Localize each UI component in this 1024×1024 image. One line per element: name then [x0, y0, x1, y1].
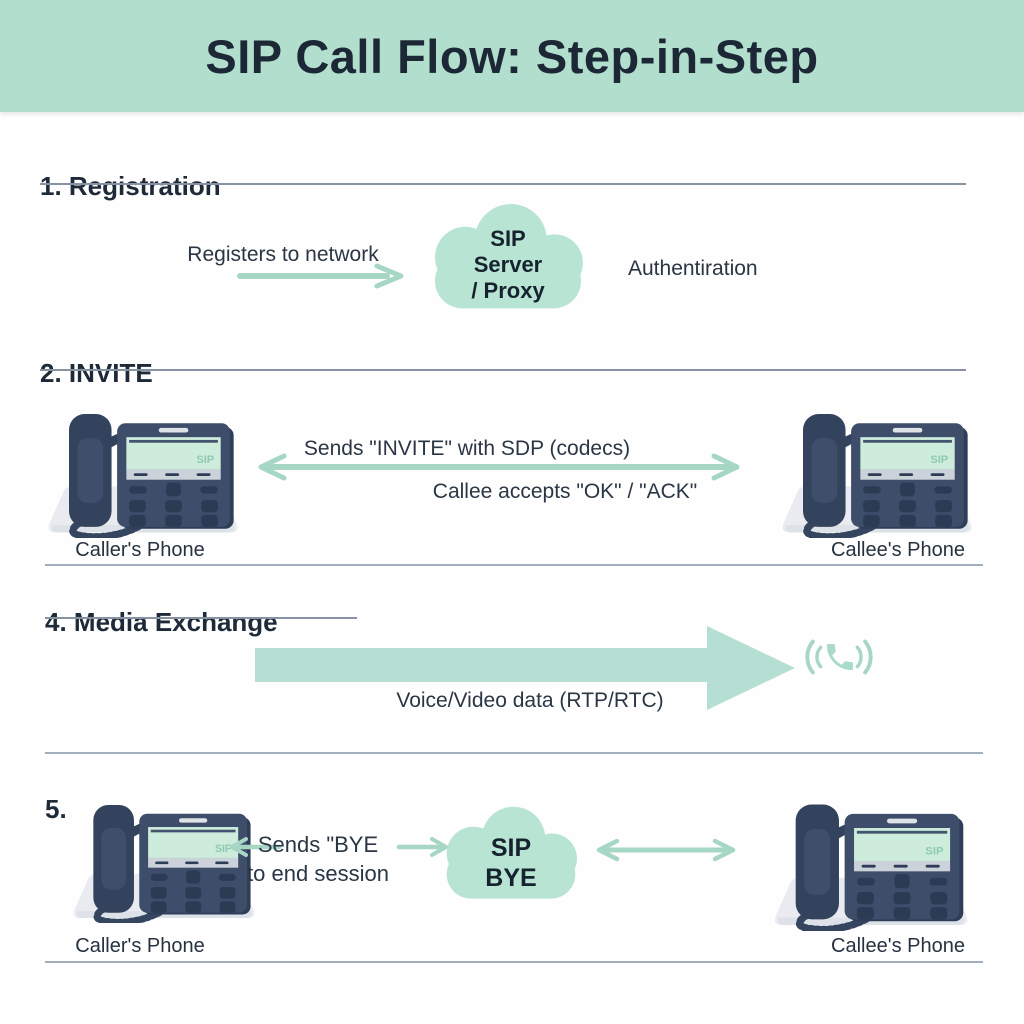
callee-phone-label: Callee's Phone	[831, 539, 965, 561]
page-title: SIP Call Flow: Step-in-Step	[205, 29, 819, 83]
caller-phone-label: Caller's Phone	[75, 935, 205, 957]
double-arrow-icon	[252, 452, 746, 482]
heading-underline	[40, 369, 966, 371]
ringing-handset-icon	[800, 628, 878, 686]
heading-underline	[40, 183, 966, 185]
authentication-label: Authentiration	[628, 257, 758, 280]
section-heading-bye: 5.	[45, 793, 67, 824]
cloud-line: Server	[473, 252, 543, 278]
sends-bye-line1: Sends "BYE	[257, 832, 379, 857]
section-divider	[45, 961, 983, 963]
section-heading-media-exchange: 4. Media Exchange	[45, 606, 278, 637]
invite-sdp-label: Sends "INVITE" with SDP (codecs)	[303, 437, 631, 460]
callee-phone-label: Callee's Phone	[831, 935, 965, 957]
desk-phone-icon	[766, 390, 988, 538]
callee-desk-phone-icon	[758, 780, 984, 931]
ok-ack-label: Callee accepts "OK" / "ACK"	[432, 480, 698, 503]
right-arrow-icon	[396, 836, 452, 858]
callee-desk-phone-icon	[766, 390, 988, 538]
sip-bye-cloud-icon: SIP BYE	[430, 800, 592, 912]
cloud-line: BYE	[485, 864, 537, 892]
double-arrow-icon	[592, 837, 740, 863]
section-heading-registration: 1. Registration	[40, 170, 221, 201]
caller-desk-phone-icon	[32, 390, 254, 538]
right-arrow-icon	[237, 262, 409, 289]
section-heading-invite: 2. INVITE	[40, 357, 153, 388]
cloud-line: SIP	[490, 834, 532, 862]
title-banner: SIP Call Flow: Step-in-Step	[0, 0, 1024, 112]
sip-server-cloud-icon: SIP Server / Proxy	[416, 196, 600, 324]
desk-phone-icon	[758, 780, 984, 931]
sip-server-cloud-label: SIP Server / Proxy	[416, 196, 600, 324]
desk-phone-icon	[32, 390, 254, 538]
rtp-data-label: Voice/Video data (RTP/RTC)	[396, 689, 664, 712]
sip-bye-cloud-label: SIP BYE	[430, 800, 592, 912]
cloud-line: / Proxy	[471, 277, 545, 303]
section-divider	[45, 564, 983, 566]
left-arrow-icon	[226, 836, 282, 858]
big-media-arrow-icon	[255, 624, 795, 714]
section-divider	[45, 752, 983, 754]
caller-phone-label: Caller's Phone	[75, 539, 205, 561]
registers-to-network-label: Registers to network	[187, 243, 379, 266]
heading-underline	[45, 617, 357, 619]
cloud-line: SIP	[490, 226, 526, 252]
sends-bye-label: Sends "BYE to end session	[247, 830, 389, 888]
sends-bye-line2: to end session	[247, 861, 389, 887]
